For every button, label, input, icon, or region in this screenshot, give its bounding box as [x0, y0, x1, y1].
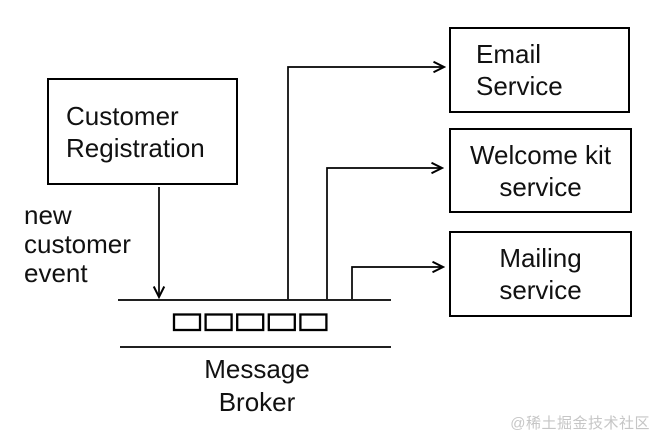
arrow-broker-to-welcome-kit-service: [326, 168, 442, 299]
queue-slot: [236, 313, 265, 332]
message-broker-label: Message Broker: [204, 354, 310, 417]
email-service-box: Email Service: [449, 27, 630, 113]
arrow-broker-to-email-service: [287, 67, 444, 299]
mailing-service-label: Mailing service: [499, 243, 582, 305]
queue-slot: [299, 313, 328, 332]
customer-registration-box: Customer Registration: [47, 78, 238, 185]
broker-queue-slots: [172, 313, 328, 332]
customer-registration-label: Customer Registration: [66, 100, 205, 163]
queue-slot: [267, 313, 296, 332]
email-service-label: Email Service: [476, 39, 563, 101]
mailing-service-box: Mailing service: [449, 231, 632, 317]
welcome-kit-service-label: Welcome kit service: [469, 139, 612, 202]
queue-slot: [172, 313, 202, 332]
queue-slot: [204, 313, 233, 332]
new-customer-event-label: new customer event: [24, 200, 131, 288]
arrow-broker-to-mailing-service: [351, 267, 443, 299]
watermark-text: @稀土掘金技术社区: [510, 415, 650, 432]
welcome-kit-service-box: Welcome kit service: [449, 128, 632, 213]
